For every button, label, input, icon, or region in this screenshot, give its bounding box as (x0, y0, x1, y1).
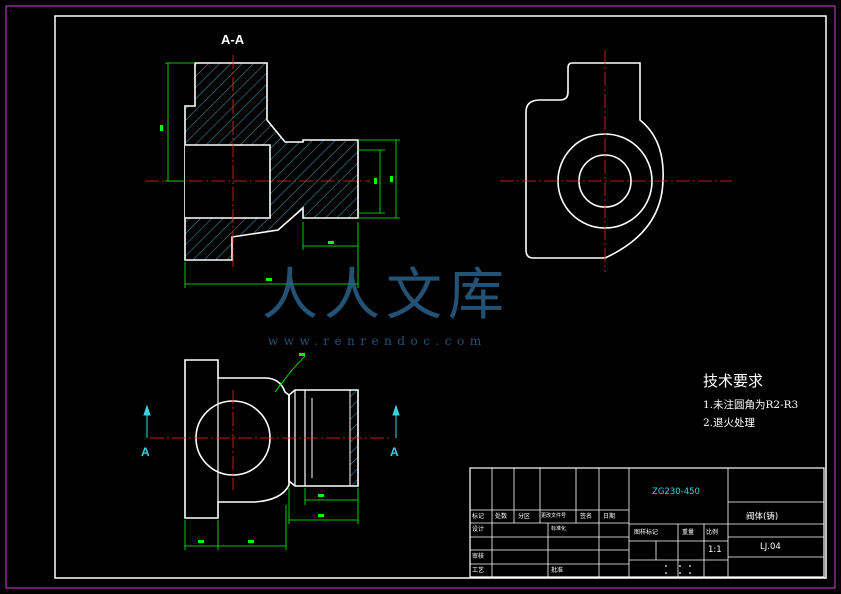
end-view-outline (525, 62, 664, 259)
drawing-number: LJ.04 (760, 542, 781, 552)
top-view-dimensions (184, 355, 359, 550)
section-dim-ticks (160, 125, 393, 281)
title-block-grid (469, 467, 825, 578)
role-approve: 批准 (551, 567, 564, 574)
cut-plane-arrows (143, 404, 400, 438)
watermark-text: 人人文库 (262, 263, 510, 328)
top-view-dim-ticks (198, 353, 324, 543)
cut-mark-right: A (390, 445, 399, 459)
stage-drawing-mark: 图样标记 (634, 529, 659, 536)
scale-value: 1:1 (708, 545, 722, 555)
role-review: 审核 (472, 553, 485, 560)
section-dimensions (165, 62, 400, 288)
leader-line (274, 355, 306, 393)
role-standard: 标准化 (551, 526, 567, 532)
material-value: ZG230-450 (652, 487, 700, 497)
tech-req-item-1: 1.未注圆角为R2-R3 (703, 399, 799, 411)
end-view (500, 50, 732, 272)
hdr-change-doc: 更改文件号 (541, 513, 567, 519)
watermark-url: www.renrendoc.com (268, 334, 487, 348)
stage-scale: 比例 (706, 529, 719, 536)
hdr-count: 处数 (495, 513, 508, 520)
tech-req-item-2: 2.退火处理 (703, 417, 756, 429)
section-view (145, 55, 400, 288)
section-hatch-main (185, 63, 358, 260)
drawing-frame (54, 15, 827, 579)
hdr-mark: 标记 (472, 513, 485, 520)
top-view (143, 353, 400, 550)
cut-mark-left: A (141, 445, 150, 459)
hdr-zone: 分区 (518, 513, 531, 520)
section-label: A-A (221, 32, 245, 47)
section-bore (185, 144, 271, 219)
top-view-body (184, 359, 290, 519)
role-design: 设计 (472, 526, 485, 533)
part-name: 阀体(铸) (746, 512, 779, 522)
stage-weight: 重量 (682, 529, 695, 536)
tech-req-heading: 技术要求 (703, 372, 764, 390)
role-process: 工艺 (472, 567, 485, 574)
hdr-sign: 签名 (580, 513, 593, 520)
hdr-date: 日期 (603, 513, 616, 520)
title-block-stage-dots (665, 565, 691, 574)
sheet-border (5, 5, 836, 589)
